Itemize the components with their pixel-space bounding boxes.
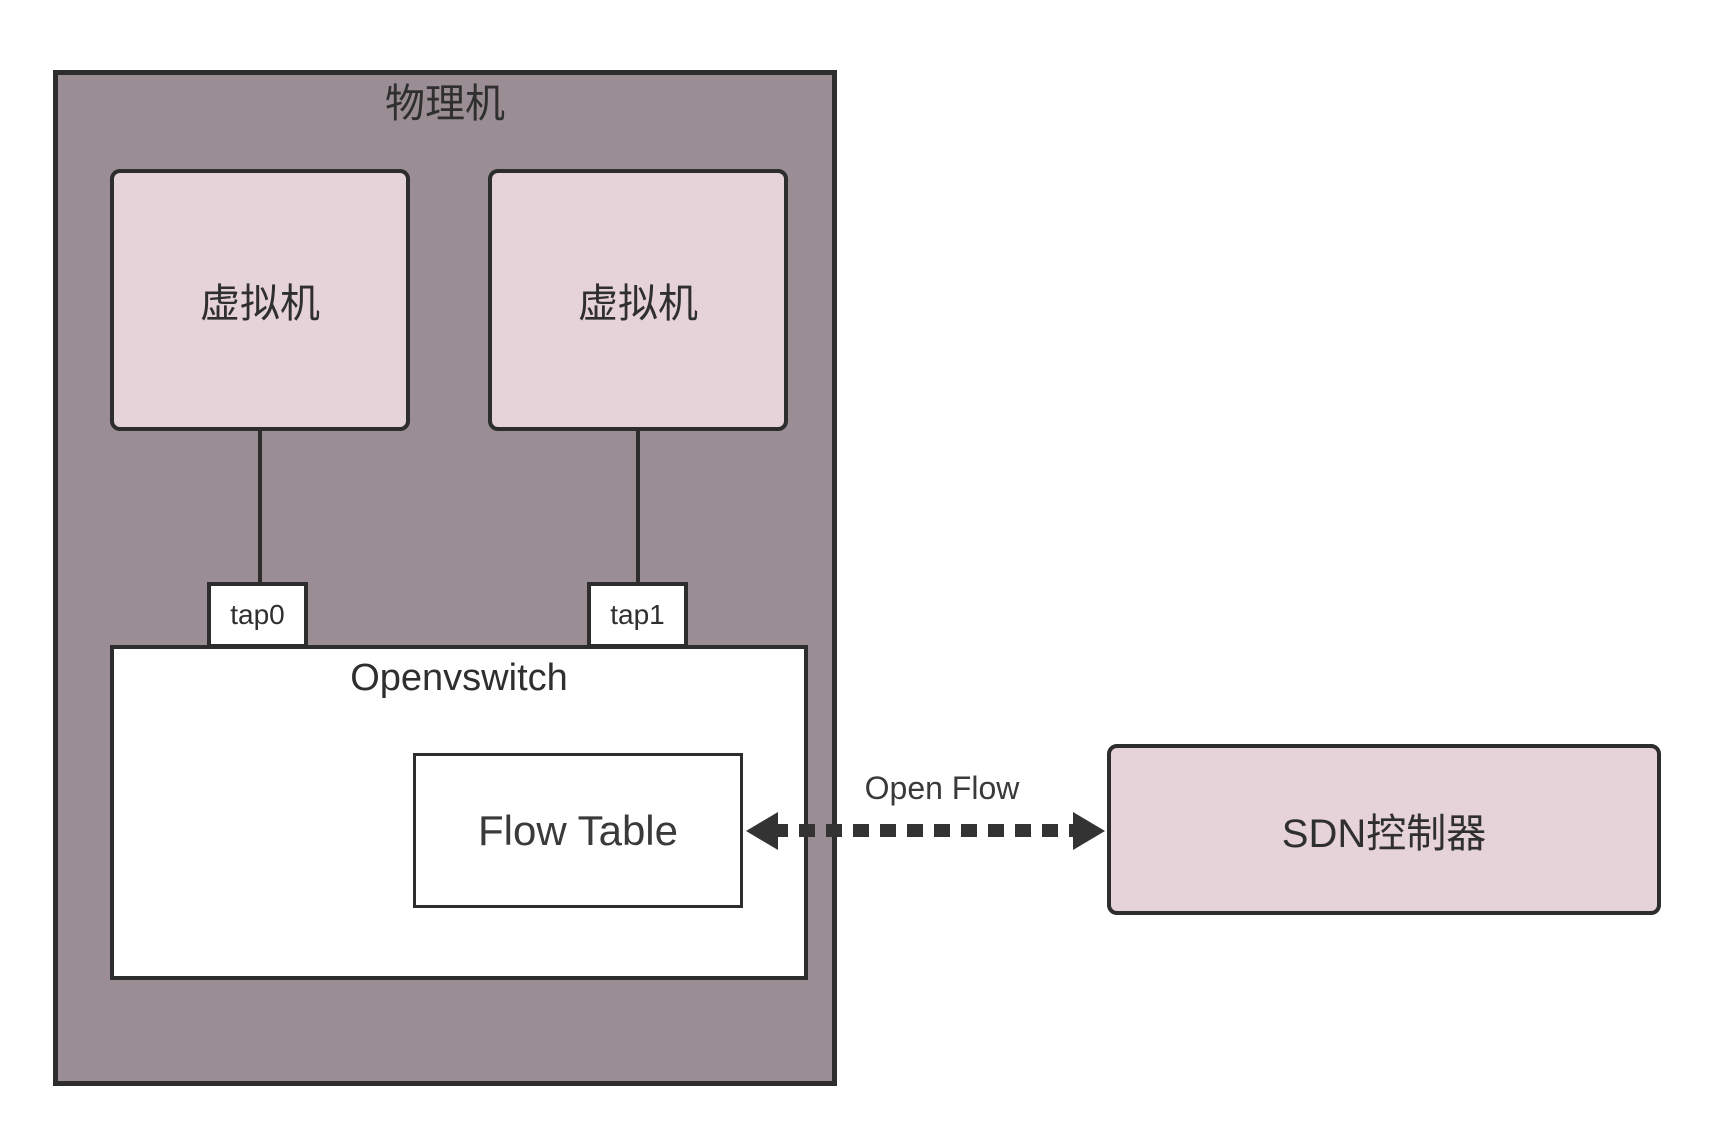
connector-line-vm1-tap0 [258, 431, 262, 583]
vm-box-2: 虚拟机 [488, 169, 788, 431]
tap0-box: tap0 [207, 582, 308, 648]
sdn-controller-label: SDN控制器 [1281, 811, 1487, 856]
flow-table-box: Flow Table [413, 753, 743, 908]
arrowhead-right-icon [1073, 812, 1105, 850]
tap1-box: tap1 [587, 582, 688, 648]
arrowhead-left-icon [746, 812, 778, 850]
physical-machine-label: 物理机 [385, 82, 505, 126]
connector-line-vm2-tap1 [636, 431, 640, 583]
openflow-link-label: Open Flow [864, 770, 1020, 806]
sdn-controller-box: SDN控制器 [1107, 744, 1661, 915]
tap1-label: tap1 [610, 599, 665, 630]
vm-label-1: 虚拟机 [200, 282, 320, 326]
openvswitch-label: Openvswitch [350, 657, 568, 699]
tap0-label: tap0 [230, 599, 285, 630]
flow-table-label: Flow Table [478, 806, 678, 854]
vm-label-2: 虚拟机 [578, 282, 698, 326]
vm-box-1: 虚拟机 [110, 169, 410, 431]
openflow-arrow-shaft [772, 824, 1078, 837]
